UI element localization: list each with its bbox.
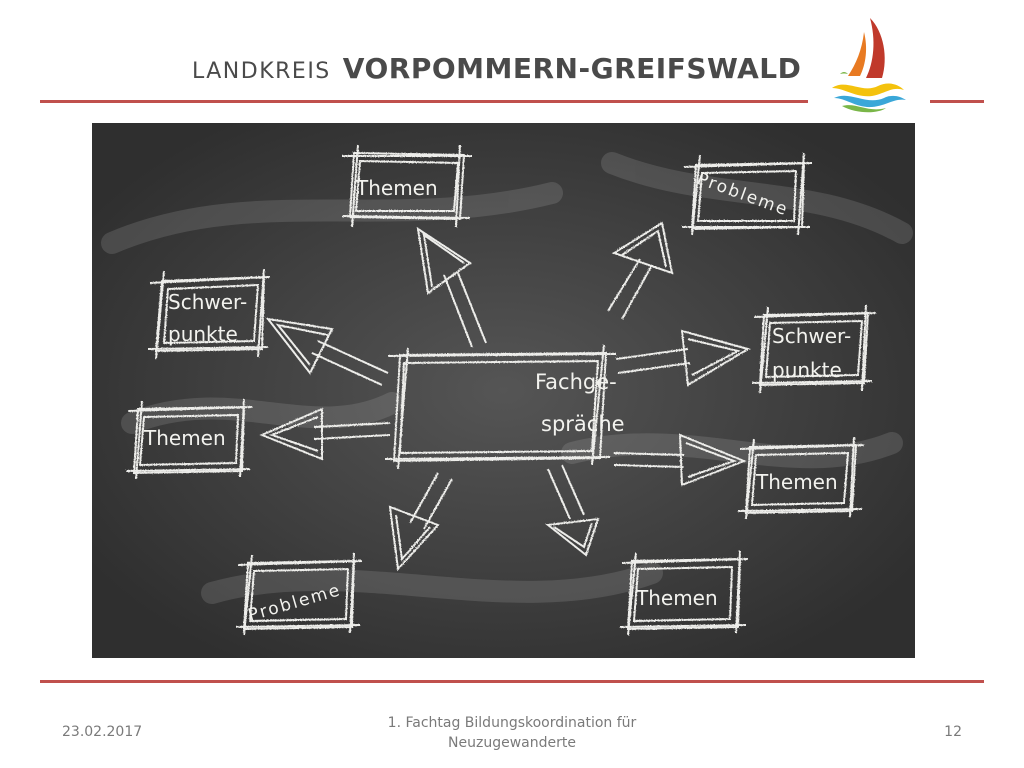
landkreis-logo-icon [826,14,910,114]
label-right-schwerpunkte-1: Schwer- [772,324,851,348]
label-bottom-right-themen: Themen [635,586,718,610]
arrow-to-left-themen [259,407,391,461]
box-right-themen [737,436,865,520]
header-rule-left [40,100,808,103]
center-label-line1: Fachge- [535,370,617,394]
label-top-left-themen: Themen [355,176,438,200]
page-title: LANDKREIS VORPOMMERN-GREIFSWALD [192,52,801,92]
footer-rule [40,680,984,683]
arrow-to-top-left [416,226,487,348]
box-top-right-probleme [682,152,813,236]
chalk-drawing [125,144,877,636]
board-smudges [101,152,913,604]
title-bold: VORPOMMERN-GREIFSWALD [342,52,802,85]
board-background [92,123,915,658]
header-rule-right [930,100,984,103]
arrow-to-bottom-right [545,464,600,557]
box-right-schwerpunkte [751,304,877,394]
arrow-to-bottom-left [388,472,453,572]
label-right-schwerpunkte-2: punkte [772,358,842,382]
box-top-left-themen [341,144,472,228]
arrow-to-left-schwerpunkte [265,317,389,386]
title-light: LANDKREIS [192,59,331,84]
center-box [384,344,617,470]
page-number: 12 [944,724,962,740]
footer-event-title: 1. Fachtag Bildungskoordination für Neuz… [387,715,637,751]
label-left-themen: Themen [143,426,226,450]
box-bottom-right-themen [619,550,749,636]
label-left-schwerpunkte-2: punkte [168,322,238,346]
arrow-to-top-right [607,221,674,320]
box-bottom-left-probleme [235,552,363,636]
center-label-line2: spräche [541,412,625,436]
box-left-themen [125,398,253,480]
arrow-to-right-themen [613,433,747,487]
label-left-schwerpunkte-1: Schwer- [168,290,247,314]
label-right-themen: Themen [755,470,838,494]
box-left-schwerpunkte [147,268,271,360]
arrow-to-right-schwerpunkte [615,329,751,387]
chalkboard-image: Fachge- spräche Themen Probleme Schwer- … [92,123,915,658]
footer-date: 23.02.2017 [62,724,143,740]
